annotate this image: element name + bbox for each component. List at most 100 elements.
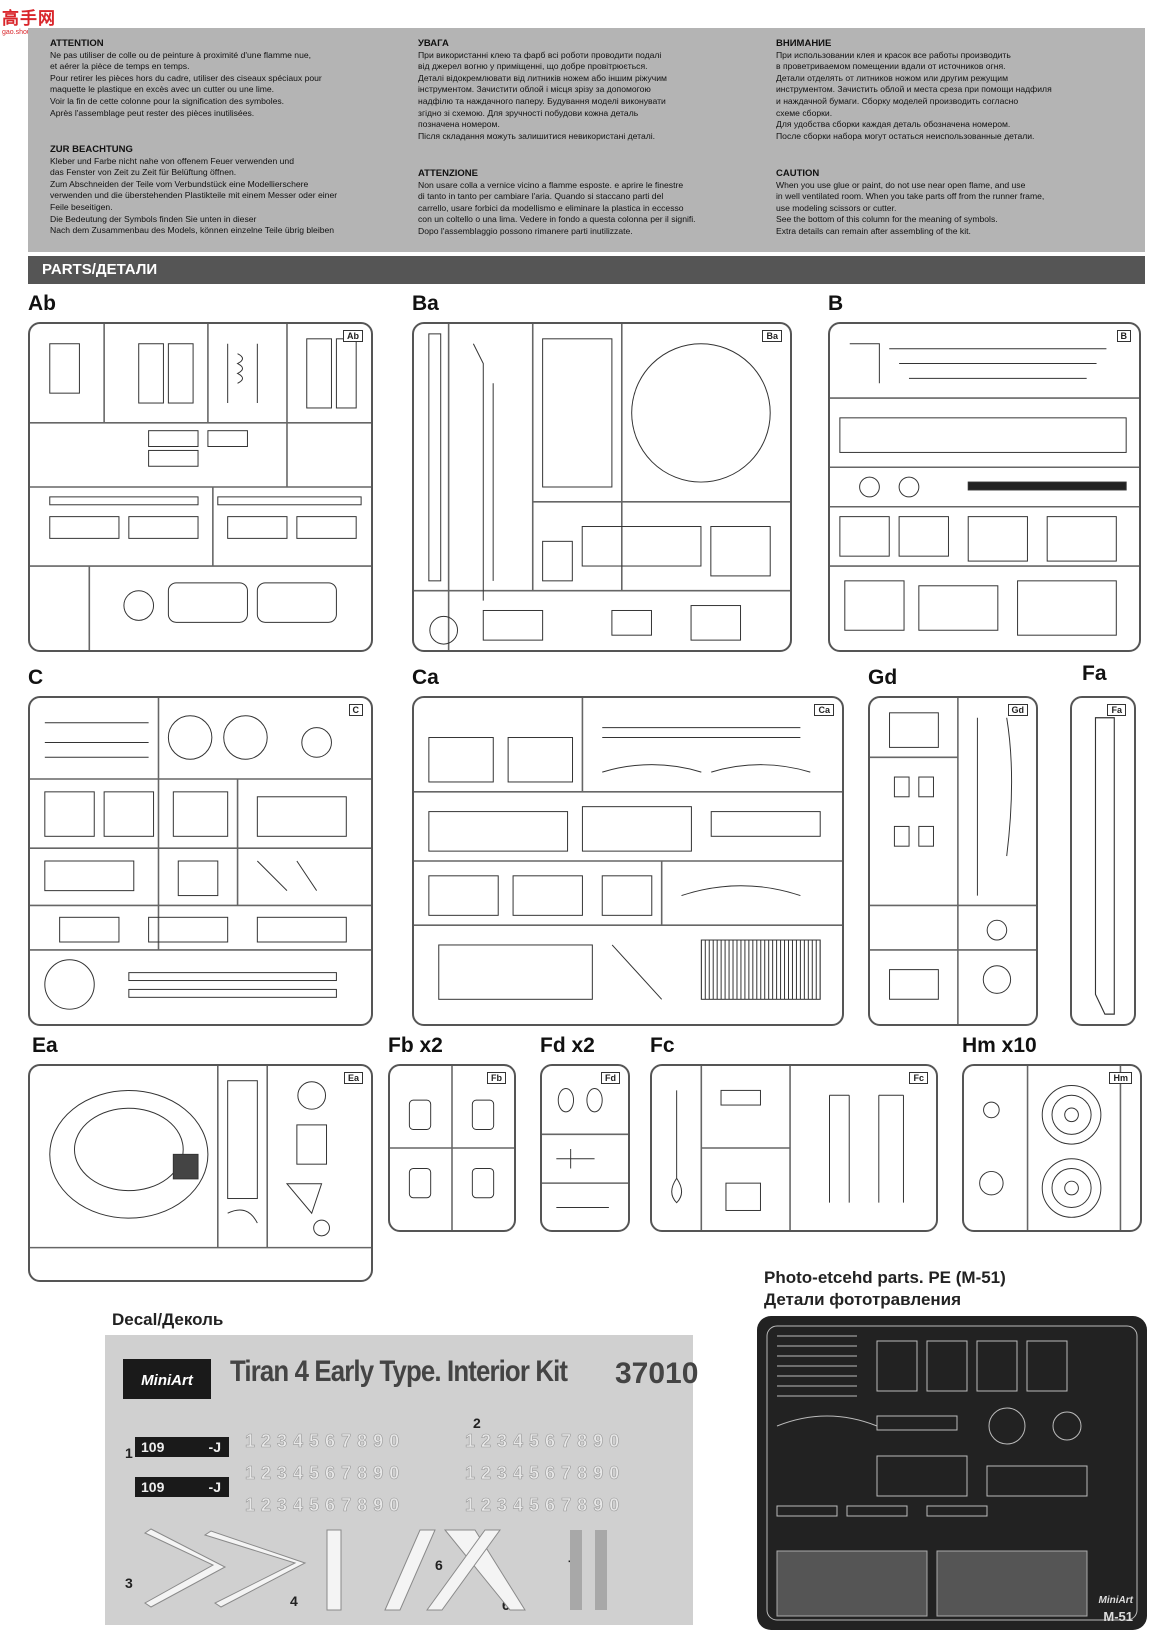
sprue-frame-ab: Ab [28,322,373,652]
sprue-drawing [414,324,790,650]
plate-text: 109 [141,1479,165,1495]
warning-en: CAUTION When you use glue or paint, do n… [776,168,1136,238]
plate-mark: -J [208,1479,221,1495]
sprue-frame-gd: Gd [868,696,1038,1026]
sprue-label-ab: Ab [28,292,56,315]
watermark-url: gao.shou.com [2,29,46,36]
sprue-frame-ca: Ca [412,696,844,1026]
sprue-drawing [1094,717,1115,1015]
sprue-tag: Ea [343,1072,363,1084]
sprue-drawing [830,343,1139,636]
sprue-label-hm: Hm x10 [962,1034,1037,1057]
sprue-frame-c: C [28,696,373,1026]
decal-number: 3 [125,1575,133,1591]
sprue-label-fb: Fb x2 [388,1034,443,1057]
sprue-label-c: C [28,666,44,689]
sprue-frame-hm: Hm [962,1064,1142,1232]
stripe-decal [326,1529,342,1611]
sprue-frame-ba: Ba [412,322,792,652]
sprue-drawing [979,1066,1122,1230]
warning-heading: ATTENZIONE [418,168,478,179]
plate-text: 109 [141,1439,165,1455]
decal-number: 4 [290,1593,298,1609]
sprue-label-ea: Ea [32,1034,58,1057]
warning-heading: CAUTION [776,168,820,179]
decal-kit-title: Tiran 4 Early Type. Interior Kit [230,1355,568,1388]
sprue-drawing [870,698,1036,1024]
sprue-tag: Hm [1109,1072,1132,1084]
warning-heading: ZUR BEACHTUNG [50,144,133,155]
decal-number: 1 [125,1445,133,1461]
miniart-logo: MiniArt [123,1359,211,1399]
warning-ru: ВНИМАНИЕ При использовании клея и красок… [776,38,1136,142]
decal-digits-row: 1234567890 [245,1463,406,1484]
decal-shapes [143,1528,607,1611]
sprue-drawing [390,1066,514,1230]
decal-number: 2 [473,1415,481,1431]
watermark-logo: 高手网 gao.shou.com [2,4,68,36]
sprue-frame-ea: Ea [28,1064,373,1282]
sprue-tag: Ca [814,704,834,716]
sprue-tag: Fa [1107,704,1126,716]
warning-ua: УВАГА При використанні клею та фарб всі … [418,38,758,142]
watermark-text: 高手网 [2,9,56,28]
decal-digits-row: 1234567890 [245,1431,406,1452]
sprue-tag: Gd [1007,704,1028,716]
sprue-label-fc: Fc [650,1034,675,1057]
sprue-tag: C [348,704,363,716]
decal-heading: Decal/Деколь [112,1310,224,1329]
chevron-decal [143,1528,227,1608]
sprue-tag: Ba [762,330,782,342]
parts-header: PARTS/ДЕТАЛИ [28,256,1145,284]
decal-digits-row: 1234567890 [465,1431,626,1452]
sprue-label-fd: Fd x2 [540,1034,595,1057]
warning-heading: УВАГА [418,38,449,49]
warning-text: Non usare colla a vernice vicino a flamm… [418,179,696,236]
sprue-label-fa: Fa [1082,662,1107,685]
pe-title: Photo-etcehd parts. PE (M-51) Детали фот… [764,1267,1006,1311]
warning-text: При використанні клею та фарб всі роботи… [418,49,667,141]
warning-it: ATTENZIONE Non usare colla a vernice vic… [418,168,758,238]
sprue-frame-fb: Fb [388,1064,516,1232]
warning-fr: ATTENTION Ne pas utiliser de colle ou de… [50,38,390,119]
sprue-label-ca: Ca [412,666,439,689]
stripe-decal [384,1529,436,1611]
stripe-decal [443,1529,526,1611]
sprue-frame-fc: Fc [650,1064,938,1232]
sprue-drawing [414,698,842,1000]
pe-title-en: Photo-etcehd parts. PE (M-51) [764,1268,1006,1287]
warning-heading: ВНИМАНИЕ [776,38,832,49]
sprue-tag: Fb [487,1072,506,1084]
plate-mark: -J [208,1439,221,1455]
sprue-label-b: B [828,292,844,315]
sprue-drawing [30,324,371,650]
decal-sheet: MiniArt Tiran 4 Early Type. Interior Kit… [105,1335,698,1625]
sprue-tag: Ab [343,330,363,342]
warning-heading: ATTENTION [50,38,104,49]
warning-de: ZUR BEACHTUNG Kleber und Farbe nicht nah… [50,144,390,237]
pe-parts-drawing [766,1325,1138,1621]
warning-text: When you use glue or paint, do not use n… [776,179,1045,236]
sprue-frame-fa: Fa [1070,696,1136,1026]
stripe-decal [595,1530,607,1610]
stripe-decal [426,1529,501,1611]
sprue-tag: B [1116,330,1131,342]
decal-plate: 109 -J [135,1437,229,1457]
decal-number: 6 [435,1557,443,1573]
sprue-tag: Fc [909,1072,928,1084]
sprue-label-gd: Gd [868,666,898,689]
warning-text: Ne pas utiliser de colle ou de peinture … [50,49,322,118]
sprue-tag: Fd [601,1072,620,1084]
sprue-frame-fd: Fd [540,1064,630,1232]
decal-digits-row: 1234567890 [465,1463,626,1484]
stripe-decal [570,1530,582,1610]
pe-code: M-51 [1103,1609,1133,1624]
sprue-drawing [542,1087,628,1209]
photo-etch-fret: MiniArt M-51 [757,1316,1147,1630]
sprue-label-ba: Ba [412,292,439,315]
decal-digits-row: 1234567890 [465,1495,626,1516]
sprue-drawing [30,698,371,1010]
warning-text: Kleber und Farbe nicht nahe von offenem … [50,155,338,236]
sprue-drawing [30,1066,371,1249]
sprue-drawing [671,1066,904,1230]
